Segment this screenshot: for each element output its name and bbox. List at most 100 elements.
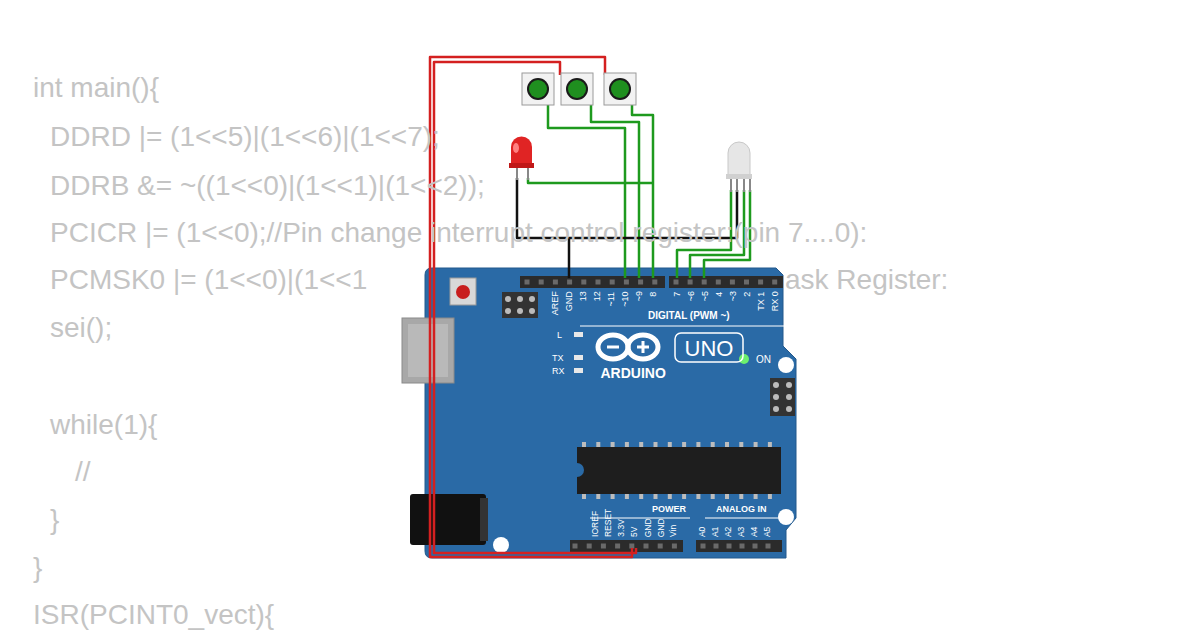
pin-hole — [644, 544, 649, 549]
icsp-pin — [786, 406, 792, 412]
chip-pin — [611, 442, 615, 447]
icsp-pin — [773, 406, 779, 412]
code-line: DDRB &= ~((1<<0)|(1<<1)|(1<<2)); — [50, 170, 485, 202]
pin-label: AREF — [550, 291, 560, 315]
chip-pin — [768, 494, 772, 499]
icsp-header — [770, 378, 795, 416]
pin-label: Vin — [669, 525, 679, 537]
pin-hole — [674, 280, 679, 285]
icsp-pin — [529, 296, 535, 302]
pin-label: A4 — [750, 527, 760, 537]
chip-pin — [696, 442, 700, 447]
pin-header — [520, 276, 665, 288]
chip-pin — [596, 494, 600, 499]
usb-port — [402, 318, 454, 383]
icsp-header — [502, 292, 538, 318]
icsp-pin — [773, 394, 779, 400]
pin-hole — [525, 280, 530, 285]
pin-hole — [652, 280, 657, 285]
wire-5v — [434, 62, 636, 553]
wire-led — [528, 178, 653, 183]
mounting-hole — [493, 537, 509, 553]
power-indicator: ON — [756, 354, 771, 366]
pin-hole — [596, 280, 601, 285]
chip-pin — [682, 494, 686, 499]
icsp-pin — [786, 394, 792, 400]
silkscreen-line — [705, 518, 782, 519]
chip-pin — [754, 442, 758, 447]
chip-pin — [654, 494, 658, 499]
wire-button — [591, 105, 639, 278]
pin-label: ~10 — [620, 291, 630, 306]
chip-pin — [668, 442, 672, 447]
pin-hole — [615, 544, 620, 549]
chip-pin — [768, 442, 772, 447]
pin-label: A2 — [724, 527, 734, 537]
led-label: L — [557, 330, 562, 340]
icsp-pin — [529, 308, 535, 314]
pin-hole — [740, 544, 745, 549]
model-name: UNO — [685, 336, 734, 361]
pin-label: A1 — [711, 527, 721, 537]
pin-label: RX 0 — [770, 291, 780, 311]
pin-hole — [753, 544, 758, 549]
pin-hole — [629, 544, 634, 549]
pin-label: ~3 — [728, 291, 738, 301]
pin-hole — [766, 544, 771, 549]
icsp-pin — [517, 296, 523, 302]
wire-button — [548, 105, 625, 278]
pin-hole — [688, 280, 693, 285]
code-line: PCMSK0 |= (1<<0)|(1<<1 — [50, 264, 367, 296]
icsp-pin — [773, 382, 779, 388]
pin-hole — [772, 280, 777, 285]
chip-pin — [711, 494, 715, 499]
push-button — [561, 73, 593, 105]
pin-label: 3.3V — [617, 519, 627, 537]
power-led — [739, 354, 749, 364]
chip-pin — [625, 494, 629, 499]
chip-pin — [739, 442, 743, 447]
push-button — [522, 73, 554, 105]
pin-label: A0 — [698, 527, 708, 537]
arduino-logo — [598, 335, 658, 359]
pin-label: ~6 — [686, 291, 696, 301]
code-line: DDRD |= (1<<5)|(1<<6)|(1<<7); — [50, 121, 440, 153]
pin-label: A3 — [737, 527, 747, 537]
pin-hole — [716, 280, 721, 285]
pin-hole — [730, 280, 735, 285]
code-line: sei(); — [50, 312, 112, 344]
code-line: } — [33, 552, 42, 584]
rgb-led — [726, 142, 752, 192]
chip-pin — [639, 442, 643, 447]
chip-pin — [725, 494, 729, 499]
code-line: ISR(PCINT0_vect){ — [33, 599, 274, 630]
pin-label: RESET — [604, 509, 614, 537]
chip-pin — [596, 442, 600, 447]
pin-label: 12 — [592, 291, 602, 301]
code-line: while(1){ — [50, 409, 157, 441]
chip-pin — [682, 442, 686, 447]
mounting-hole — [778, 357, 794, 373]
pin-label: ~5 — [700, 291, 710, 301]
smd-led — [574, 368, 583, 373]
power-jack — [480, 498, 488, 541]
code-line: int main(){ — [33, 72, 159, 104]
led-label: RX — [552, 366, 565, 376]
pin-hole — [638, 280, 643, 285]
pin-hole — [701, 544, 706, 549]
board — [425, 268, 796, 558]
chip-pin — [625, 442, 629, 447]
chip-pin — [725, 442, 729, 447]
chip-notch — [577, 463, 584, 477]
smd-led — [574, 332, 583, 337]
pin-hole — [567, 280, 572, 285]
pin-hole — [587, 544, 592, 549]
pin-hole — [658, 544, 663, 549]
pin-label: 2 — [742, 291, 752, 296]
red-led — [509, 137, 534, 181]
pin-label: 5V — [630, 527, 640, 537]
pin-hole — [553, 280, 558, 285]
power-jack — [410, 494, 486, 545]
pin-header — [570, 540, 683, 552]
pin-hole — [601, 544, 606, 549]
